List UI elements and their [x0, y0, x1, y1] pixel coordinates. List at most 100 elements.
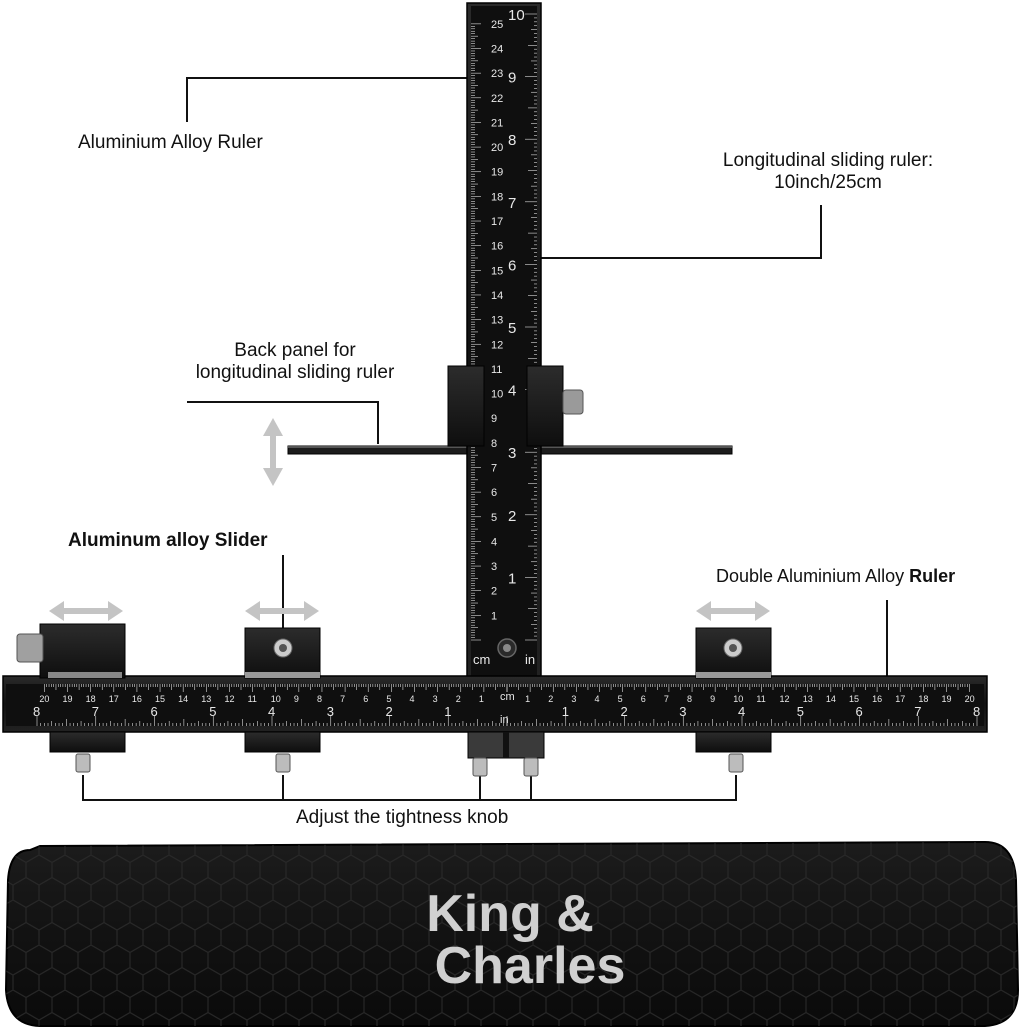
h-cm-label: 20 — [965, 694, 975, 704]
label-back-panel: Back panel for longitudinal sliding rule… — [150, 340, 440, 384]
v-inch-label: 6 — [508, 257, 516, 274]
h-cm-label: 17 — [109, 694, 119, 704]
vertical-ruler-ticks: 1234567891011121314151617181920212223242… — [471, 7, 537, 641]
v-cm-label: 23 — [491, 68, 503, 80]
v-cm-label: 20 — [491, 142, 503, 154]
aluminum-slider-2[interactable] — [695, 627, 772, 679]
h-cm-label: 8 — [317, 694, 322, 704]
knob-icon-3[interactable] — [472, 757, 488, 777]
horizontal-unit-cm: cm — [500, 691, 515, 703]
double-arrow-horizontal-icon-2 — [245, 601, 319, 621]
label-knob: Adjust the tightness knob — [296, 807, 509, 828]
v-cm-label: 9 — [491, 413, 497, 425]
h-cm-label: 19 — [63, 694, 73, 704]
label-double-ruler: Double Aluminium Alloy Ruler — [716, 566, 955, 587]
h-inch-label: 4 — [738, 704, 745, 719]
h-cm-label: 8 — [687, 694, 692, 704]
bag-brand-text: King & Charles — [340, 888, 680, 992]
vertical-unit-cm: cm — [473, 652, 490, 667]
horizontal-ruler: 1234567891011121314151617181920123456781… — [2, 675, 988, 733]
h-cm-label: 11 — [248, 694, 257, 704]
v-cm-label: 11 — [491, 364, 502, 376]
v-inch-label: 4 — [508, 383, 516, 400]
h-cm-label: 11 — [756, 694, 765, 704]
h-inch-label: 4 — [268, 704, 275, 719]
v-cm-label: 22 — [491, 93, 503, 105]
slider-left-end[interactable] — [16, 623, 126, 679]
h-cm-label: 6 — [641, 694, 646, 704]
h-cm-label: 10 — [733, 694, 743, 704]
v-inch-label: 2 — [508, 508, 516, 525]
v-cm-label: 12 — [491, 339, 503, 351]
h-cm-label: 10 — [271, 694, 281, 704]
h-cm-label: 1 — [525, 694, 530, 704]
h-cm-label: 9 — [294, 694, 299, 704]
leader-aluminium-ruler — [186, 77, 470, 122]
v-inch-label: 9 — [508, 70, 516, 87]
h-cm-label: 17 — [895, 694, 905, 704]
knob-icon-1[interactable] — [75, 753, 91, 773]
h-inch-label: 7 — [92, 704, 99, 719]
motion-arrows — [49, 418, 770, 621]
under-blocks — [49, 731, 772, 759]
vertical-screw-core — [503, 644, 511, 652]
leader-lines — [82, 77, 888, 801]
vertical-unit-in: in — [525, 652, 535, 667]
h-cm-label: 20 — [39, 694, 49, 704]
v-inch-label: 7 — [508, 195, 516, 212]
v-inch-label: 10 — [508, 7, 525, 24]
label-double-ruler-text: Double Aluminium Alloy — [716, 566, 910, 586]
h-cm-label: 3 — [571, 694, 576, 704]
h-inch-label: 5 — [797, 704, 804, 719]
v-cm-label: 2 — [491, 586, 497, 598]
v-cm-label: 4 — [491, 536, 497, 548]
knob-icon-2[interactable] — [275, 753, 291, 773]
vertical-clamp — [447, 365, 584, 447]
h-cm-label: 1 — [479, 694, 484, 704]
v-cm-label: 25 — [491, 19, 503, 31]
h-inch-label: 2 — [386, 704, 393, 719]
leader-longitudinal-ruler — [540, 205, 822, 259]
v-cm-label: 14 — [491, 290, 503, 302]
v-cm-label: 18 — [491, 191, 503, 203]
h-cm-label: 9 — [710, 694, 715, 704]
h-cm-label: 7 — [340, 694, 345, 704]
h-cm-label: 16 — [132, 694, 142, 704]
v-cm-label: 3 — [491, 561, 497, 573]
h-cm-label: 12 — [780, 694, 790, 704]
h-inch-label: 1 — [444, 704, 451, 719]
v-inch-label: 3 — [508, 445, 516, 462]
h-cm-label: 2 — [548, 694, 553, 704]
leader-back-panel — [187, 401, 379, 444]
label-aluminium-ruler: Aluminium Alloy Ruler — [78, 132, 263, 153]
knob-icon-4[interactable] — [523, 757, 539, 777]
aluminum-slider-1[interactable] — [244, 627, 321, 679]
h-cm-label: 5 — [618, 694, 623, 704]
h-cm-label: 3 — [433, 694, 438, 704]
label-longitudinal-ruler-line2: 10inch/25cm — [774, 172, 882, 193]
storage-bag — [4, 840, 1020, 1027]
end-knob-icon[interactable] — [16, 633, 44, 663]
double-arrow-vertical-icon — [263, 418, 283, 486]
bag-brand-line1: King & — [426, 885, 594, 943]
v-cm-label: 10 — [491, 389, 503, 401]
leader-knob — [82, 775, 737, 801]
h-cm-label: 4 — [595, 694, 600, 704]
v-cm-label: 17 — [491, 216, 503, 228]
h-inch-label: 8 — [33, 704, 40, 719]
v-cm-label: 19 — [491, 167, 503, 179]
h-inch-label: 8 — [973, 704, 980, 719]
h-cm-label: 14 — [826, 694, 836, 704]
h-inch-label: 3 — [679, 704, 686, 719]
vertical-clamp-knob-icon[interactable] — [562, 389, 584, 415]
knob-icon-5[interactable] — [728, 753, 744, 773]
label-double-ruler-bold: Ruler — [909, 566, 956, 586]
tightness-knobs[interactable] — [75, 753, 744, 777]
v-cm-label: 21 — [491, 117, 503, 129]
h-cm-label: 5 — [386, 694, 391, 704]
vertical-ruler: 1234567891011121314151617181920212223242… — [466, 2, 542, 684]
h-inch-label: 1 — [562, 704, 569, 719]
h-inch-label: 7 — [914, 704, 921, 719]
h-cm-label: 2 — [456, 694, 461, 704]
